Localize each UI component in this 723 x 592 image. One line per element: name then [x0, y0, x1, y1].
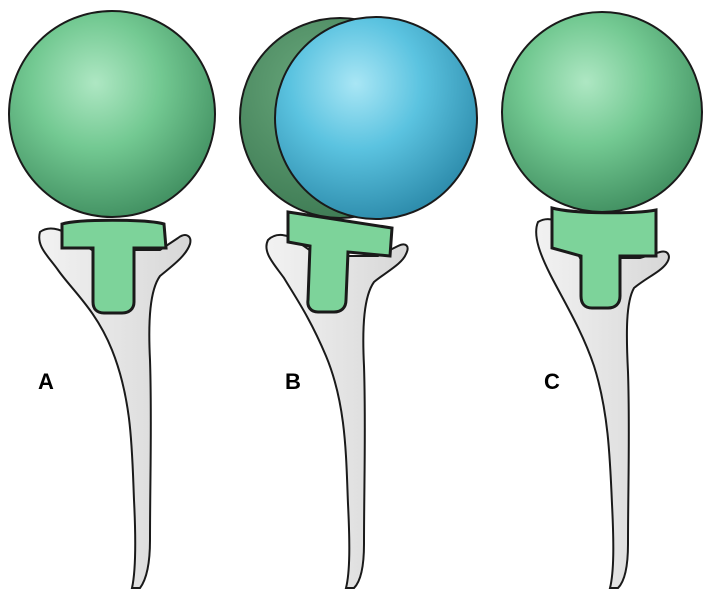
panel-b: B	[240, 17, 477, 588]
panel-label-c: C	[544, 369, 560, 394]
panel-label-a: A	[38, 369, 54, 394]
panel-label-b: B	[285, 369, 301, 394]
panel-c: C	[502, 12, 702, 588]
femoral-head-c	[502, 12, 702, 212]
femoral-head-a	[9, 11, 215, 217]
femoral-head-b-offset	[275, 17, 477, 219]
panel-a: A	[9, 11, 215, 588]
